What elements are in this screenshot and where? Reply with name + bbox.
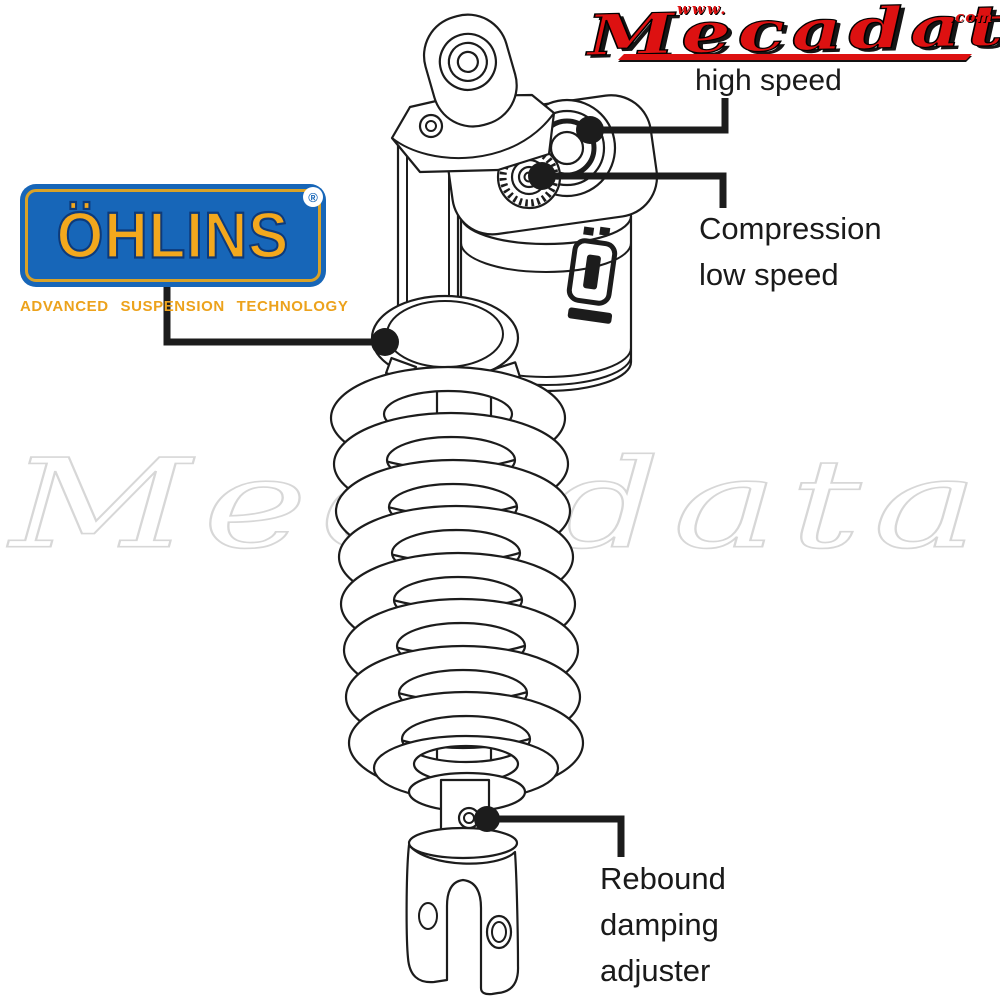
coil-spring <box>329 365 585 796</box>
callout-compression-line1: Compression <box>699 211 882 246</box>
clevis-mount <box>405 826 520 996</box>
callout-compression-line2: low speed <box>699 257 839 292</box>
leader-line-ohlins <box>163 287 378 346</box>
dot-low-speed <box>528 162 556 190</box>
registered-trademark-icon: ® <box>303 187 323 207</box>
callout-rebound-line1: Rebound <box>600 861 726 896</box>
dot-high-speed <box>576 116 604 144</box>
ohlins-decal <box>566 226 618 324</box>
callout-high-speed: high speed <box>695 64 842 97</box>
mecadata-underline-swash <box>618 54 972 60</box>
upper-clamp <box>390 93 556 174</box>
mecadata-www-prefix: www. <box>677 0 728 18</box>
leader-line-high-speed <box>590 98 729 134</box>
mecadata-com-suffix: .com <box>949 8 994 26</box>
ohlins-brand-text: ÖHLINS <box>56 198 290 273</box>
leader-line-low-speed <box>542 172 727 208</box>
callout-compression-low-speed: Compression low speed <box>699 206 882 298</box>
dot-ohlins <box>371 328 399 356</box>
ohlins-logo-border <box>25 189 321 282</box>
mecadata-logo: www. Mecadata .com <box>585 0 1000 72</box>
top-eyelet <box>422 13 518 128</box>
leader-line-rebound <box>486 815 625 857</box>
dot-rebound <box>474 806 500 832</box>
ohlins-tagline: ADVANCED SUSPENSION TECHNOLOGY <box>20 298 349 315</box>
ohlins-logo: ÖHLINS ® <box>20 184 326 287</box>
callout-rebound-line3: adjuster <box>600 953 711 988</box>
callout-rebound-line2: damping <box>600 907 719 942</box>
callout-rebound-damping-adjuster: Rebound damping adjuster <box>600 856 726 994</box>
